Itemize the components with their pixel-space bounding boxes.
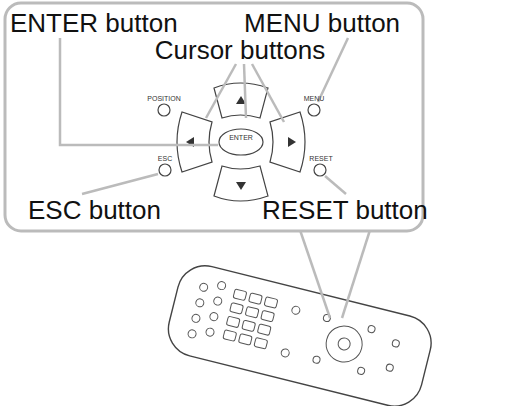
part-label: ESC button (28, 197, 161, 223)
button-name: ESC (158, 155, 172, 162)
part-label: RESET button (262, 197, 428, 223)
part-label: Cursor buttons (155, 37, 326, 63)
button-name: MENU (304, 95, 325, 102)
small-buttons (158, 104, 326, 176)
remote-control (162, 260, 437, 406)
callout-tail (300, 230, 370, 318)
button-name: POSITION (147, 95, 180, 102)
part-label: MENU button (244, 10, 400, 36)
leader-lines (60, 38, 348, 194)
button-name: ENTER (229, 134, 253, 141)
cursor-pad (177, 83, 305, 201)
part-label: ENTER button (10, 10, 178, 36)
button-name: RESET (309, 155, 332, 162)
